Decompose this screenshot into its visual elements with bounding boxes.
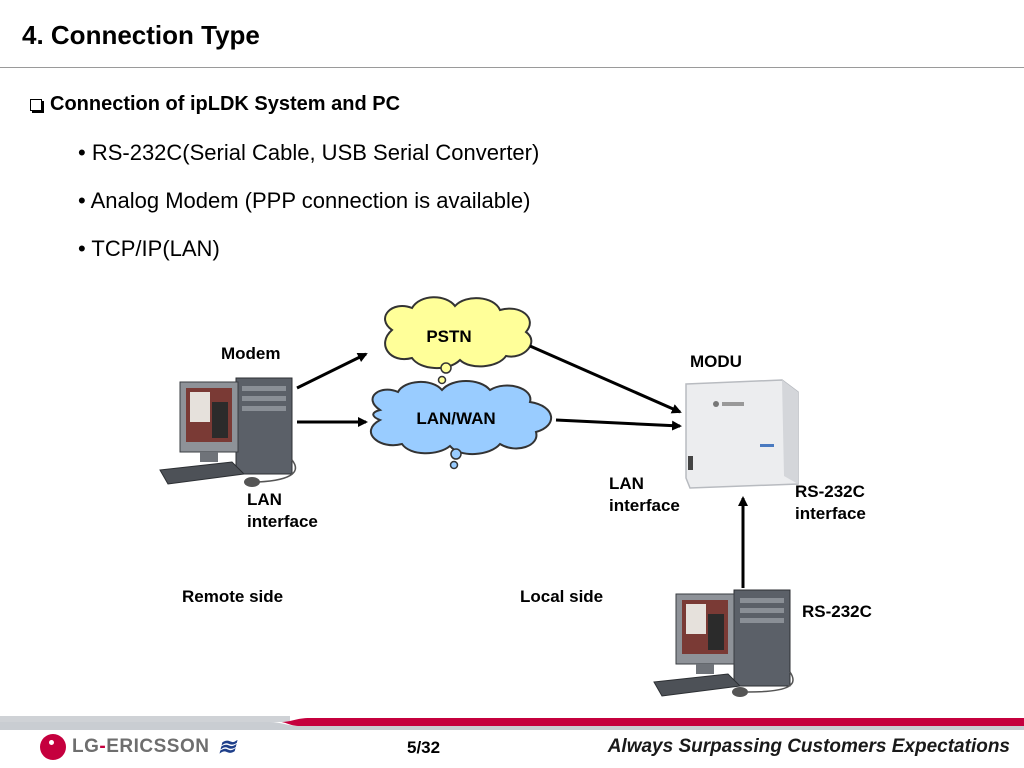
label-line: interface bbox=[609, 496, 680, 515]
label-line: interface bbox=[247, 512, 318, 531]
footer-bar bbox=[0, 716, 1024, 730]
pstn-cloud-icon bbox=[384, 296, 533, 385]
pstn-to-modu-arrow bbox=[529, 344, 682, 414]
remote-pc-icon bbox=[159, 377, 297, 487]
bullet-item: • RS-232C(Serial Cable, USB Serial Conve… bbox=[78, 140, 540, 165]
lanwan-label: LAN/WAN bbox=[416, 409, 495, 428]
page-number: 5/32 bbox=[407, 738, 441, 757]
remote-lan-interface-label: LAN interface bbox=[247, 489, 318, 533]
rs232c-label: RS-232C bbox=[802, 602, 872, 621]
ericsson-stripes-icon: ≋ bbox=[217, 734, 236, 759]
section-heading-text: Connection of ipLDK System and PC bbox=[50, 93, 401, 115]
logo-dash: - bbox=[99, 736, 107, 757]
title-divider bbox=[0, 67, 1024, 68]
lg-circle-icon bbox=[40, 734, 66, 760]
label-line: LAN bbox=[609, 474, 644, 493]
modu-label: MODU bbox=[690, 352, 742, 371]
local-lan-interface-label: LAN interface bbox=[609, 473, 680, 517]
checkbox-bullet-icon bbox=[30, 98, 42, 111]
modu-device-icon bbox=[685, 379, 799, 489]
pstn-label: PSTN bbox=[426, 327, 471, 346]
section-heading: Connection of ipLDK System and PC bbox=[30, 93, 400, 116]
logo-lg-text: LG bbox=[72, 736, 100, 757]
logo-ericsson-text: ERICSSON bbox=[106, 736, 210, 757]
tagline: Always Surpassing Customers Expectations bbox=[607, 736, 1010, 757]
label-line: LAN bbox=[247, 490, 282, 509]
lg-ericsson-logo: LG-ERICSSON ≋ bbox=[40, 734, 236, 760]
local-side-label: Local side bbox=[520, 587, 604, 606]
lanwan-to-modu-arrow bbox=[555, 418, 682, 431]
logo-text: LG-ERICSSON bbox=[72, 736, 209, 758]
lanwan-cloud-icon bbox=[370, 380, 553, 470]
bullet-list: • RS-232C(Serial Cable, USB Serial Conve… bbox=[78, 140, 539, 284]
bullet-item: • Analog Modem (PPP connection is availa… bbox=[78, 188, 531, 213]
slide-title: 4. Connection Type bbox=[22, 20, 260, 50]
rs232c-interface-label: RS-232C interface bbox=[795, 481, 866, 525]
bullet-item: • TCP/IP(LAN) bbox=[78, 236, 220, 261]
modem-label: Modem bbox=[221, 344, 281, 363]
label-line: interface bbox=[795, 504, 866, 523]
label-line: RS-232C bbox=[795, 482, 865, 501]
remote-side-label: Remote side bbox=[182, 587, 284, 606]
modem-to-pstn-arrow bbox=[296, 352, 368, 390]
local-pc-icon bbox=[653, 589, 794, 697]
